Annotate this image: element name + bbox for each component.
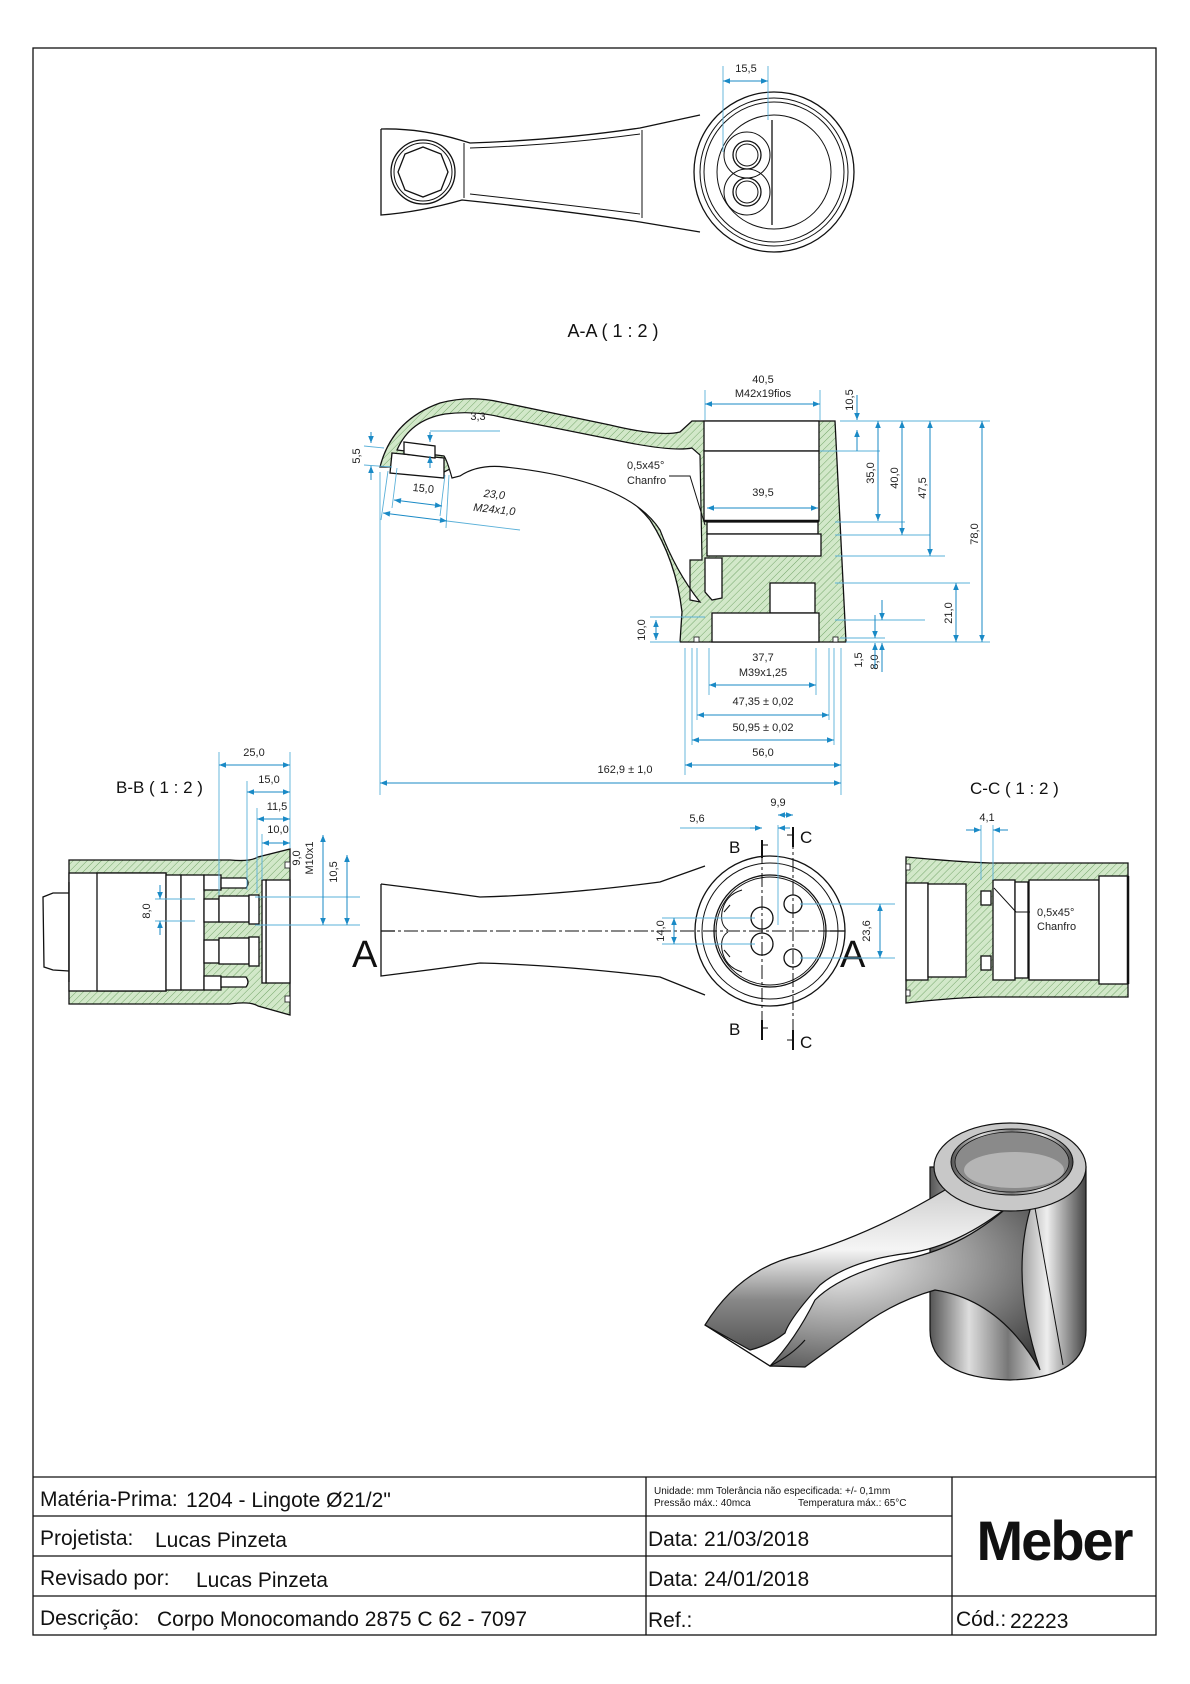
dim-aa-35-0: 35,0: [865, 462, 877, 483]
dim-bb-thread: M10x1: [304, 841, 316, 874]
dim-aa-162-9: 162,9 ± 1,0: [598, 764, 653, 776]
notes-pressure: Pressão máx.: 40mca: [654, 1498, 751, 1509]
section-cc: 4,1 0,5x45° Chanfro: [905, 812, 1130, 1004]
section-cc-title: C-C ( 1 : 2 ): [970, 779, 1059, 798]
dim-bb-25: 25,0: [243, 747, 264, 759]
data-revisao: Data: 24/01/2018: [648, 1568, 809, 1591]
dim-plan-9-9: 9,9: [770, 797, 785, 809]
dim-cc-chamfer-label: Chanfro: [1037, 921, 1076, 933]
dim-aa-chamfer-label: Chanfro: [627, 475, 666, 487]
section-aa-title: A-A ( 1 : 2 ): [567, 321, 658, 341]
cod-label: Cód.:: [956, 1608, 1006, 1631]
dim-aa-23-0: 23,0: [482, 488, 506, 502]
title-block: Matéria-Prima: 1204 - Lingote Ø21/2" Pro…: [33, 1476, 1156, 1635]
dim-bb-10-5: 10,5: [328, 861, 340, 882]
dim-top-15-5: 15,5: [735, 63, 756, 75]
dim-aa-15-0: 15,0: [412, 482, 435, 496]
plan-view: A A B B C C 9,9 5,6 14,0 23,6: [352, 797, 895, 1052]
materia-prima-label: Matéria-Prima:: [40, 1488, 178, 1511]
dim-bb-8: 8,0: [141, 903, 153, 918]
section-bb: 25,0 15,0 11,5 10,0 9,0 M10x1 10,5 8,0: [42, 747, 360, 1016]
ref-field: Ref.:: [648, 1609, 692, 1632]
drawing-frame: [32, 47, 1157, 1636]
cod-value: 22223: [1010, 1610, 1068, 1633]
revisado-label: Revisado por:: [40, 1567, 170, 1590]
dim-aa-39-5: 39,5: [752, 487, 773, 499]
dim-aa-chamfer: 0,5x45°: [627, 460, 664, 472]
dim-bb-15: 15,0: [258, 774, 279, 786]
descricao-label: Descrição:: [40, 1607, 139, 1630]
section-bb-title: B-B ( 1 : 2 ): [116, 778, 203, 797]
section-marker-b-bottom: B: [729, 1020, 740, 1039]
dim-aa-21-0: 21,0: [943, 602, 955, 623]
dim-aa-5-5: 5,5: [351, 448, 363, 463]
dim-aa-47-35: 47,35 ± 0,02: [732, 696, 793, 708]
notes-temperature: Temperatura máx.: 65°C: [798, 1498, 907, 1509]
dim-bb-10: 10,0: [267, 824, 288, 836]
section-aa: 0,5x45° Chanfro 40,5 M42x19fios 39,5 3,3…: [351, 374, 990, 795]
dim-aa-40-5: 40,5: [752, 374, 773, 386]
dim-plan-23-6: 23,6: [861, 920, 873, 941]
section-marker-a-right: A: [840, 934, 866, 976]
section-marker-c-bottom: C: [800, 1033, 812, 1052]
dim-aa-thread-bottom: M39x1,25: [739, 667, 787, 679]
dim-aa-1-5: 1,5: [853, 652, 865, 667]
projetista-label: Projetista:: [40, 1527, 133, 1550]
section-marker-a-left: A: [352, 934, 378, 976]
top-view: 15,5: [380, 63, 855, 253]
revisado-value: Lucas Pinzeta: [196, 1569, 328, 1592]
dim-aa-47-5: 47,5: [917, 477, 929, 498]
dim-aa-thread-spout: M24x1,0: [473, 502, 517, 518]
dim-aa-40-0: 40,0: [889, 467, 901, 488]
data-projeto: Data: 21/03/2018: [648, 1528, 809, 1551]
dim-aa-56-0: 56,0: [752, 747, 773, 759]
dim-plan-5-6: 5,6: [689, 813, 704, 825]
materia-prima-value: 1204 - Lingote Ø21/2": [186, 1489, 391, 1512]
dim-aa-3-3: 3,3: [470, 411, 485, 423]
dim-aa-10-5: 10,5: [844, 389, 856, 410]
dim-plan-14: 14,0: [655, 920, 667, 941]
dim-aa-thread-top: M42x19fios: [735, 388, 792, 400]
dim-cc-4-1: 4,1: [979, 812, 994, 824]
dim-cc-chamfer: 0,5x45°: [1037, 907, 1074, 919]
descricao-value: Corpo Monocomando 2875 C 62 - 7097: [157, 1608, 527, 1631]
dim-bb-11-5: 11,5: [267, 801, 288, 813]
section-marker-c-top: C: [800, 828, 812, 847]
notes-line-1: Unidade: mm Tolerância não especificada:…: [654, 1486, 890, 1497]
dim-aa-50-95: 50,95 ± 0,02: [732, 722, 793, 734]
company-logo: Meber: [977, 1509, 1133, 1572]
projetista-value: Lucas Pinzeta: [155, 1529, 287, 1552]
section-marker-b-top: B: [729, 838, 740, 857]
dim-aa-37-7: 37,7: [752, 652, 773, 664]
dim-bb-9: 9,0: [291, 850, 303, 865]
isometric-render: [704, 1122, 1087, 1381]
dim-aa-10-0: 10,0: [636, 619, 648, 640]
dim-aa-78-0: 78,0: [969, 523, 981, 544]
